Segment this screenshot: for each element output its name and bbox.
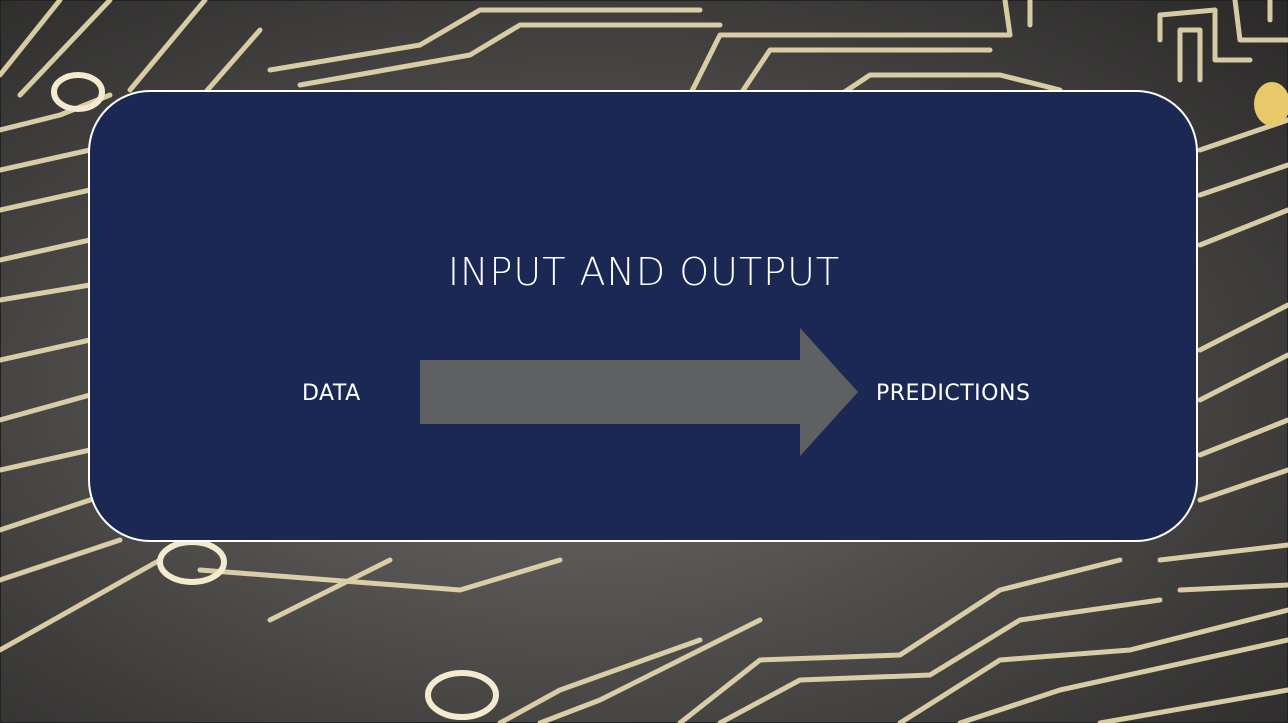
flow-arrow — [420, 328, 858, 456]
solder-pad — [1254, 82, 1288, 126]
slide-title: INPUT AND OUTPUT — [447, 250, 841, 294]
content-card — [88, 90, 1198, 542]
output-label: PREDICTIONS — [876, 381, 1031, 406]
input-label: DATA — [302, 381, 361, 406]
